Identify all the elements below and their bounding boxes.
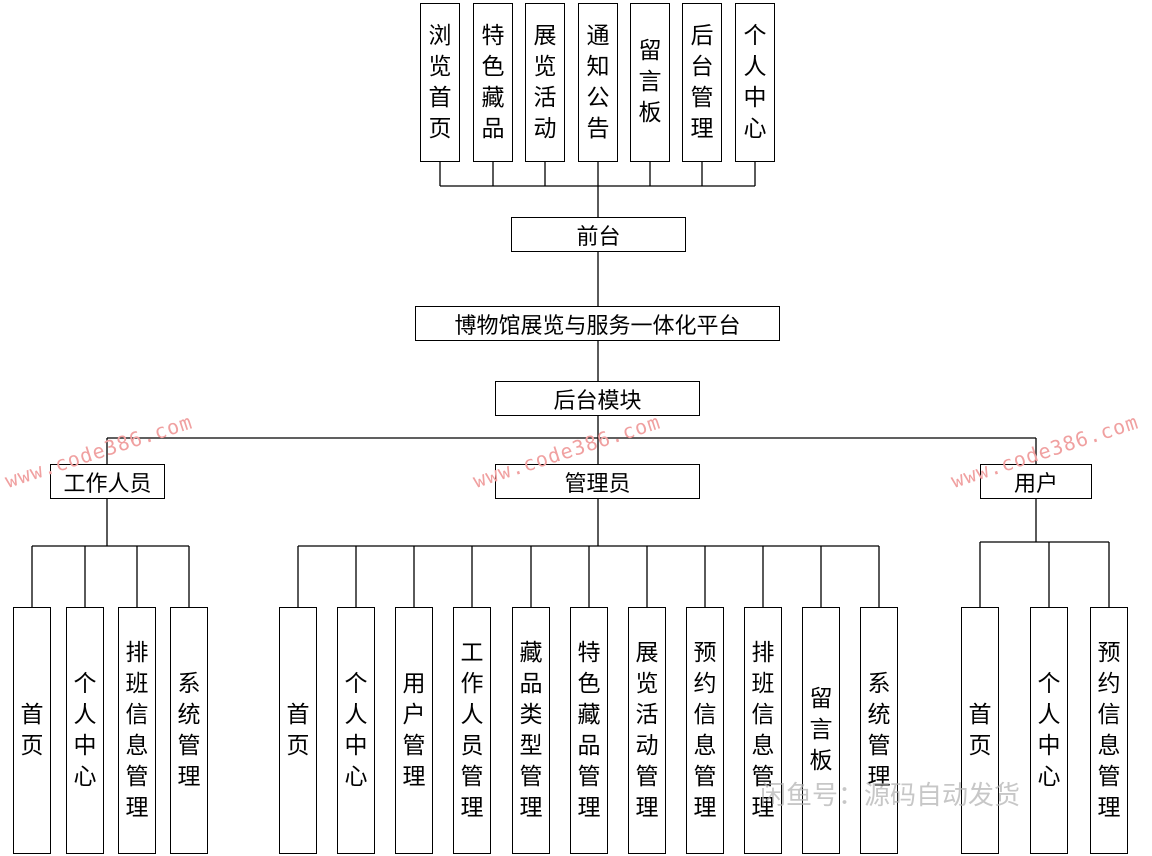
user-item: 个人中心	[1030, 607, 1068, 854]
admin-item-label: 工作人员管理	[460, 639, 484, 821]
seller-stamp: 闲鱼号：源码自动发货	[760, 781, 1021, 811]
admin-item: 预约信息管理	[686, 607, 724, 854]
admin-item-label: 个人中心	[344, 670, 368, 790]
front-item: 后台管理	[682, 3, 722, 162]
backend-label: 后台模块	[553, 388, 642, 414]
staff-item-label: 系统管理	[177, 670, 201, 790]
admin-item: 个人中心	[337, 607, 375, 854]
admin-item-label: 留言板	[809, 686, 833, 774]
front-item-label: 通知公告	[586, 22, 610, 142]
admin-item-label: 首页	[286, 701, 310, 759]
admin-item: 首页	[279, 607, 317, 854]
staff-item-label: 首页	[20, 701, 44, 759]
front-item: 个人中心	[735, 3, 775, 162]
frontend-node: 前台	[511, 217, 686, 252]
admin-item-label: 用户管理	[402, 670, 426, 790]
platform-title: 博物馆展览与服务一体化平台	[454, 313, 741, 339]
admin-item: 展览活动管理	[628, 607, 666, 854]
admin-item: 排班信息管理	[744, 607, 782, 854]
front-item: 展览活动	[525, 3, 565, 162]
role-admin: 管理员	[495, 464, 700, 499]
user-item: 首页	[961, 607, 999, 854]
front-item-label: 展览活动	[533, 22, 557, 142]
admin-item-label: 藏品类型管理	[519, 639, 543, 821]
role-staff-label: 工作人员	[63, 471, 152, 497]
admin-item: 工作人员管理	[453, 607, 491, 854]
front-item: 留言板	[630, 3, 670, 162]
staff-item-label: 个人中心	[73, 670, 97, 790]
staff-item: 系统管理	[170, 607, 208, 854]
admin-item: 藏品类型管理	[512, 607, 550, 854]
admin-item: 留言板	[802, 607, 840, 854]
admin-item-label: 特色藏品管理	[577, 639, 601, 821]
role-admin-label: 管理员	[564, 471, 631, 497]
platform-title-node: 博物馆展览与服务一体化平台	[415, 306, 780, 341]
admin-item: 系统管理	[860, 607, 898, 854]
front-item-label: 个人中心	[743, 22, 767, 142]
admin-item-label: 系统管理	[867, 670, 891, 790]
role-user-label: 用户	[1013, 471, 1058, 497]
staff-item: 首页	[13, 607, 51, 854]
front-item: 特色藏品	[473, 3, 513, 162]
user-item-label: 首页	[968, 701, 992, 759]
admin-item-label: 排班信息管理	[751, 639, 775, 821]
backend-node: 后台模块	[495, 381, 700, 416]
admin-item: 特色藏品管理	[570, 607, 608, 854]
admin-item-label: 展览活动管理	[635, 639, 659, 821]
user-item-label: 个人中心	[1037, 670, 1061, 790]
front-item-label: 特色藏品	[481, 22, 505, 142]
front-item-label: 留言板	[638, 38, 662, 126]
staff-item-label: 排班信息管理	[125, 639, 149, 821]
role-user: 用户	[980, 464, 1092, 499]
role-staff: 工作人员	[50, 464, 165, 499]
user-item-label: 预约信息管理	[1097, 639, 1121, 821]
staff-item: 个人中心	[66, 607, 104, 854]
user-item: 预约信息管理	[1090, 607, 1128, 854]
admin-item: 用户管理	[395, 607, 433, 854]
front-item: 浏览首页	[420, 3, 460, 162]
front-item-label: 后台管理	[690, 22, 714, 142]
admin-item-label: 预约信息管理	[693, 639, 717, 821]
front-item: 通知公告	[578, 3, 618, 162]
staff-item: 排班信息管理	[118, 607, 156, 854]
frontend-label: 前台	[576, 224, 621, 250]
front-item-label: 浏览首页	[428, 22, 452, 142]
